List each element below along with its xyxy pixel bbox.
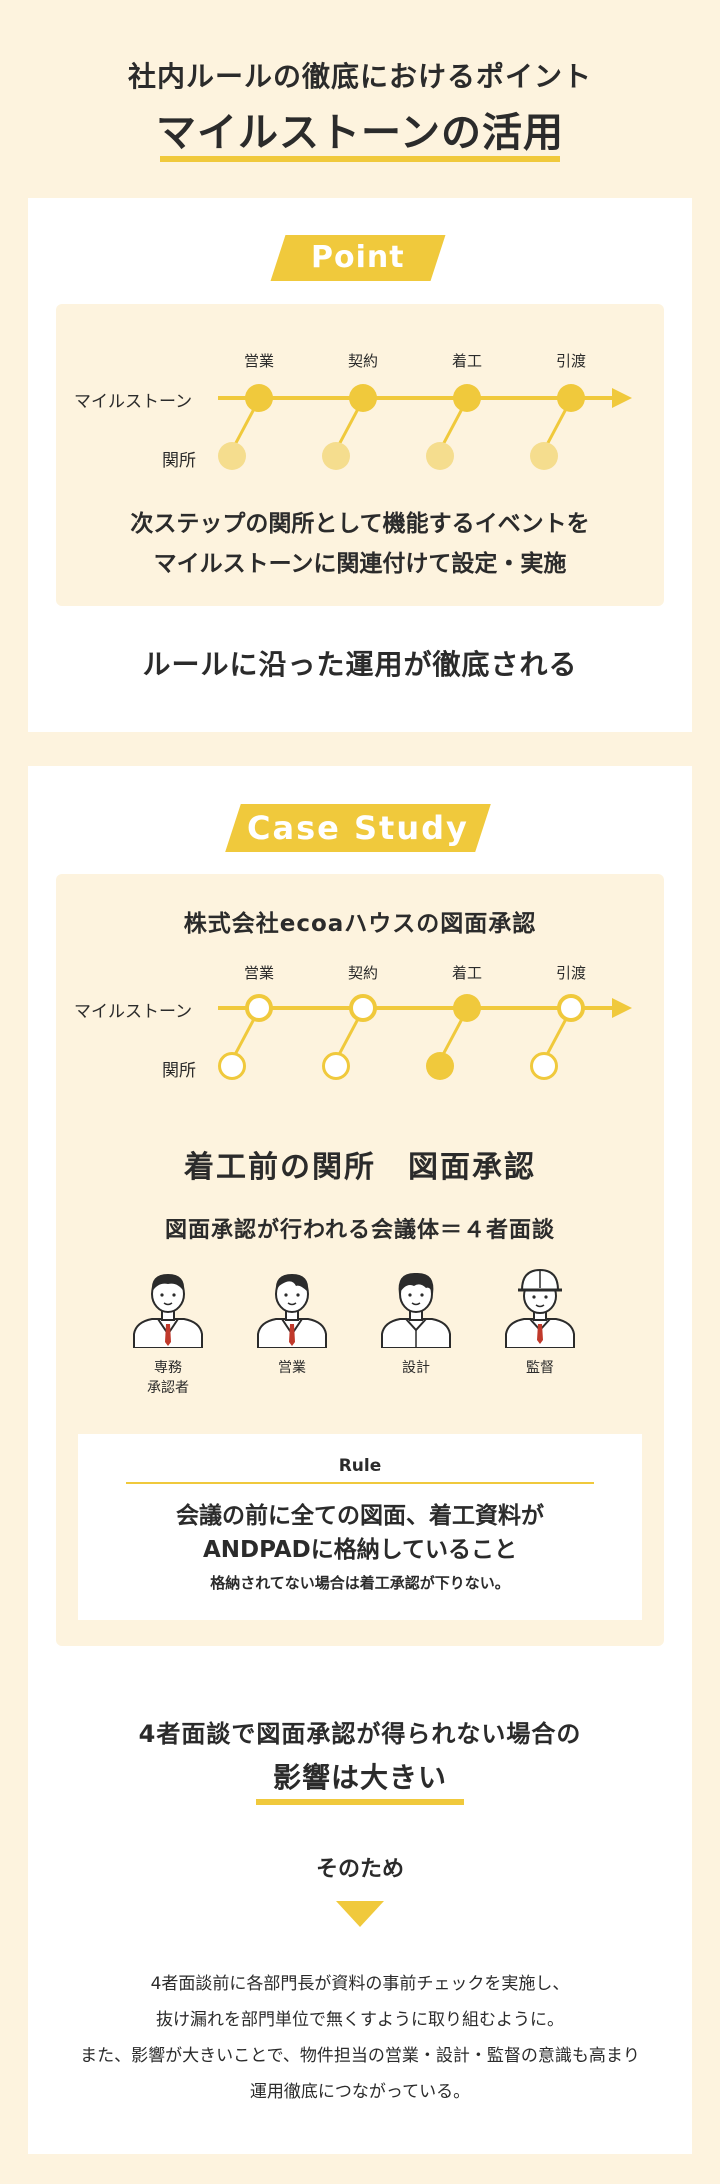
stage-label-construction: 着工 (451, 964, 482, 982)
helmet-worker-icon (505, 1268, 575, 1348)
person-role: 監督 (526, 1360, 554, 1376)
milestone-row-label: マイルストーン (74, 392, 193, 412)
milestone-node (349, 994, 377, 1022)
gate-node (530, 1052, 558, 1080)
rule-note: 格納されてない場合は着工承認が下りない。 (210, 1574, 510, 1592)
case-inner-panel: 株式会社ecoaハウスの図面承認 営業 契約 着工 引渡 マイルストーン 関所 … (56, 874, 664, 1646)
person-role: 設計 (402, 1360, 430, 1376)
person-sales: 営業 (242, 1264, 342, 1378)
milestone-timeline: 営業 契約 着工 引渡 マイルストーン 関所 (56, 330, 664, 490)
milestone-node (349, 384, 377, 412)
milestone-node (453, 384, 481, 412)
rule-divider (126, 1482, 594, 1484)
closing-line: 抜け漏れを部門単位で無くすように取り組むように。 (156, 2010, 564, 2030)
milestone-node-active (453, 994, 481, 1022)
stage-label-sales: 営業 (243, 964, 274, 982)
timeline-line (218, 396, 618, 400)
stage-label-delivery: 引渡 (555, 352, 586, 370)
therefore-label: そのため (315, 1857, 404, 1882)
timeline-line (218, 1006, 618, 1010)
milestone-node (245, 994, 273, 1022)
gate-node (218, 442, 246, 470)
rule-box: Rule 会議の前に全ての図面、着工資料が ANDPADに格納していること 格納… (78, 1434, 642, 1620)
point-description-line: 次ステップの関所として機能するイベントを (130, 511, 590, 537)
point-description-line: マイルストーンに関連付けて設定・実施 (153, 551, 567, 577)
point-banner-label: Point (311, 240, 405, 275)
stage-label-construction: 着工 (451, 352, 482, 370)
impact-underline (256, 1799, 464, 1805)
person-role-sub: 承認者 (147, 1380, 189, 1396)
stage-label-contract: 契約 (347, 352, 378, 370)
gate-node (530, 442, 558, 470)
milestone-node (245, 384, 273, 412)
person-supervisor: 監督 (490, 1264, 590, 1378)
page-subtitle: 社内ルールの徹底におけるポイント (127, 60, 592, 93)
impact-emphasis: 影響は大きい (272, 1761, 447, 1794)
stage-label-sales: 営業 (243, 352, 274, 370)
point-banner: Point (270, 235, 446, 281)
rule-title: Rule (338, 1456, 382, 1476)
person-role: 専務 (154, 1360, 182, 1376)
businessman-icon (257, 1274, 327, 1348)
person-label: 専務 承認者 (118, 1358, 218, 1398)
gate-row-label: 関所 (162, 1061, 196, 1081)
rule-line: 会議の前に全ての図面、着工資料が (176, 1503, 544, 1529)
designer-icon (381, 1272, 451, 1348)
timeline-arrow-icon (612, 388, 632, 408)
gate-title: 着工前の関所 図面承認 (184, 1150, 536, 1185)
case-study-card: Case Study 株式会社ecoaハウスの図面承認 営業 契約 着工 引渡 … (28, 766, 692, 2154)
person-label: 監督 (490, 1358, 590, 1378)
point-description: 次ステップの関所として機能するイベントを マイルストーンに関連付けて設定・実施 (56, 504, 664, 584)
gate-node (322, 1052, 350, 1080)
closing-line: また、影響が大きいことで、物件担当の営業・設計・監督の意識も高まり (80, 2046, 640, 2066)
person-label: 設計 (366, 1358, 466, 1378)
person-label: 営業 (242, 1358, 342, 1378)
person-role: 営業 (278, 1360, 306, 1376)
meeting-title: 図面承認が行われる会議体＝４者面談 (165, 1218, 555, 1243)
person-executive: 専務 承認者 (118, 1264, 218, 1398)
case-milestone-timeline: 営業 契約 着工 引渡 マイルストーン 関所 (56, 940, 664, 1100)
businessman-icon (133, 1274, 203, 1348)
point-card: Point 営業 契約 着工 引渡 マイルストーン 関所 次ステップの (28, 198, 692, 732)
stage-label-delivery: 引渡 (555, 964, 586, 982)
title-underline (160, 156, 560, 162)
gate-node (218, 1052, 246, 1080)
person-design: 設計 (366, 1264, 466, 1378)
down-arrow-icon (336, 1901, 384, 1927)
milestone-row-label: マイルストーン (74, 1002, 193, 1022)
gate-node (322, 442, 350, 470)
milestone-node (557, 384, 585, 412)
closing-line: 4者面談前に各部門長が資料の事前チェックを実施し、 (150, 1974, 570, 1994)
point-conclusion: ルールに沿った運用が徹底される (142, 648, 578, 681)
rule-text: 会議の前に全ての図面、着工資料が ANDPADに格納していること (78, 1499, 642, 1567)
impact-line: 4者面談で図面承認が得られない場合の (138, 1720, 582, 1748)
milestone-node (557, 994, 585, 1022)
page-title: マイルストーンの活用 (156, 110, 564, 156)
case-heading: 株式会社ecoaハウスの図面承認 (183, 911, 537, 937)
gate-node-active (426, 1052, 454, 1080)
point-inner-panel: 営業 契約 着工 引渡 マイルストーン 関所 次ステップの関所として機能するイベ… (56, 304, 664, 606)
closing-text: 4者面談前に各部門長が資料の事前チェックを実施し、 抜け漏れを部門単位で無くすよ… (28, 1966, 692, 2110)
gate-node (426, 442, 454, 470)
rule-line: ANDPADに格納していること (202, 1537, 518, 1563)
stage-label-contract: 契約 (347, 964, 378, 982)
timeline-arrow-icon (612, 998, 632, 1018)
closing-line: 運用徹底につながっている。 (249, 2082, 471, 2102)
case-study-banner-label: Case Study (247, 809, 469, 847)
case-study-banner: Case Study (225, 804, 491, 852)
gate-row-label: 関所 (162, 451, 196, 471)
